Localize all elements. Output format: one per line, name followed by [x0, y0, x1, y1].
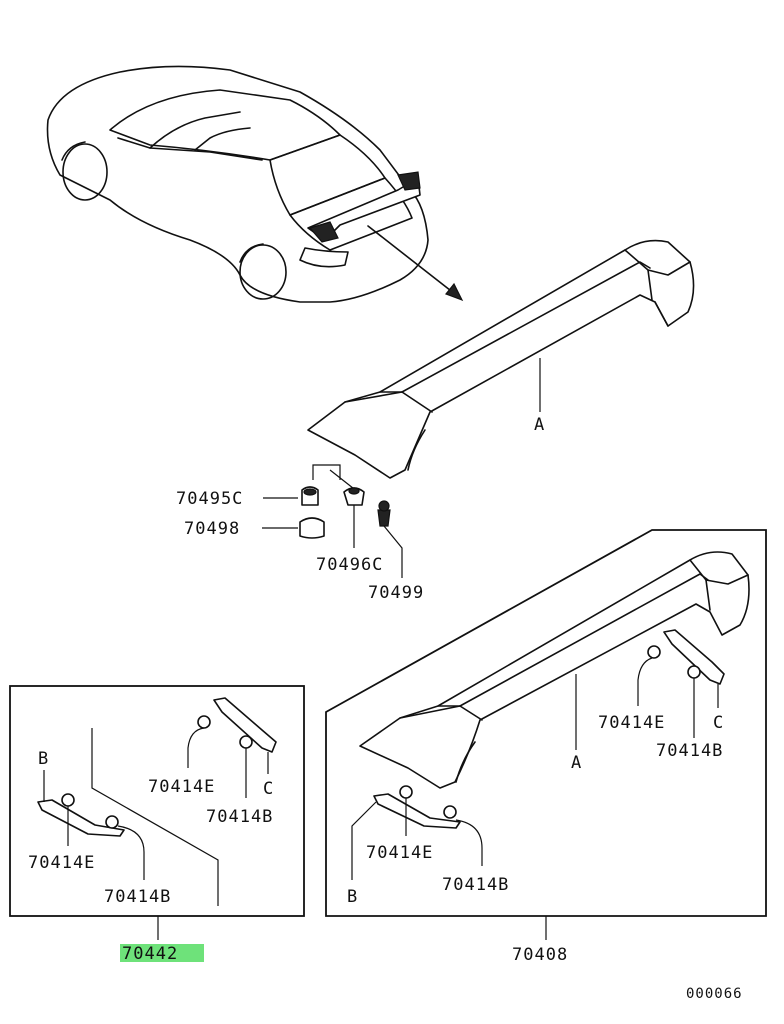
label-left-b: B: [38, 749, 49, 769]
label-right-70414e-bottom: 70414E: [366, 843, 433, 863]
label-left-70414b-top: 70414B: [206, 807, 273, 827]
label-a-main: A: [534, 415, 545, 435]
fastener-group: [299, 464, 391, 539]
left-assembly-box: [9, 685, 305, 917]
highlight-70442: [120, 944, 204, 962]
label-70498: 70498: [184, 519, 240, 539]
diagram-code: 000066: [686, 986, 743, 1002]
left-assembly-parts: [37, 697, 277, 906]
label-right-c: C: [713, 713, 724, 733]
right-assembly-box: [325, 529, 767, 917]
label-left-assembly[interactable]: 70442: [122, 944, 178, 964]
label-left-c: C: [263, 779, 274, 799]
label-left-70414e-bottom: 70414E: [28, 853, 95, 873]
label-right-70414e-top: 70414E: [598, 713, 665, 733]
label-right-a: A: [571, 753, 582, 773]
label-right-b: B: [347, 887, 358, 907]
label-70496c: 70496C: [316, 555, 383, 575]
label-right-70414b-top: 70414B: [656, 741, 723, 761]
label-left-70414b-bottom: 70414B: [104, 887, 171, 907]
right-spoiler: [359, 551, 750, 829]
main-spoiler: [307, 239, 695, 479]
label-right-assembly[interactable]: 70408: [512, 945, 568, 965]
car-illustration: [46, 65, 464, 303]
label-right-70414b-bottom: 70414B: [442, 875, 509, 895]
label-70499: 70499: [368, 583, 424, 603]
label-left-70414e-top: 70414E: [148, 777, 215, 797]
label-70495c: 70495C: [176, 489, 243, 509]
